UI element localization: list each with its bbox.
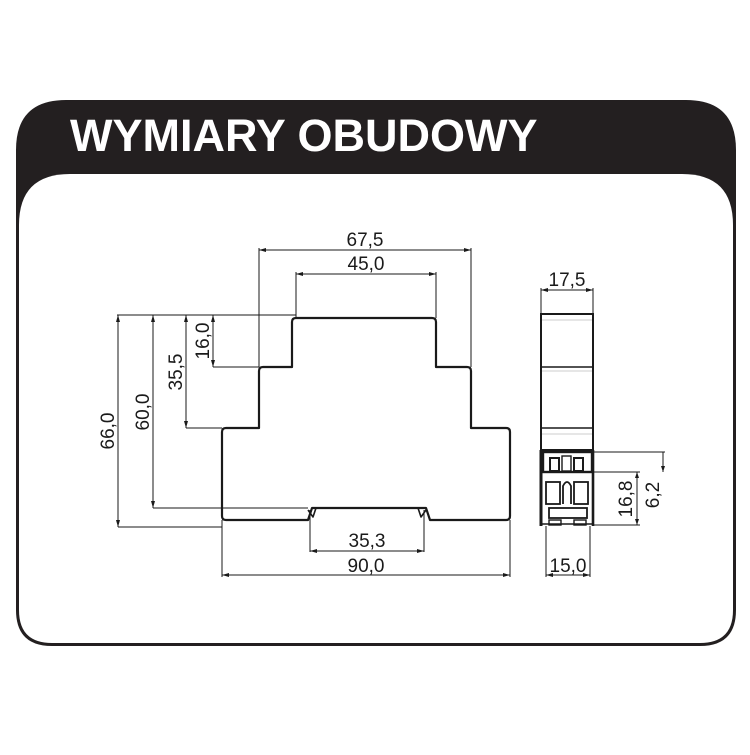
dim-45-0: 45,0 bbox=[348, 254, 385, 275]
page-title: WYMIARY OBUDOWY bbox=[70, 110, 538, 161]
dim-66-0: 66,0 bbox=[98, 413, 119, 450]
card-frame bbox=[16, 100, 736, 646]
front-view-dimension-lines bbox=[117, 248, 511, 577]
side-view-arrowheads bbox=[541, 288, 665, 577]
dim-16-0: 16,0 bbox=[193, 323, 214, 360]
side-view-dimension-lines bbox=[540, 288, 665, 577]
side-view-outline bbox=[539, 313, 595, 526]
front-view-labels: 67,5 45,0 35,3 90,0 16,0 35,5 60,0 66,0 bbox=[98, 230, 385, 577]
dim-35-3: 35,3 bbox=[349, 531, 386, 552]
dimension-arrowheads bbox=[116, 248, 510, 577]
dim-15-0: 15,0 bbox=[550, 556, 587, 577]
dim-90-0: 90,0 bbox=[348, 556, 385, 577]
side-view-labels: 17,5 15,0 16,8 6,2 bbox=[549, 270, 664, 577]
dim-60-0: 60,0 bbox=[133, 394, 154, 431]
dim-17-5: 17,5 bbox=[549, 270, 586, 291]
dim-16-8: 16,8 bbox=[616, 481, 637, 518]
dim-6-2: 6,2 bbox=[643, 482, 664, 508]
dim-35-5: 35,5 bbox=[166, 354, 187, 391]
dim-67-5: 67,5 bbox=[347, 230, 384, 251]
